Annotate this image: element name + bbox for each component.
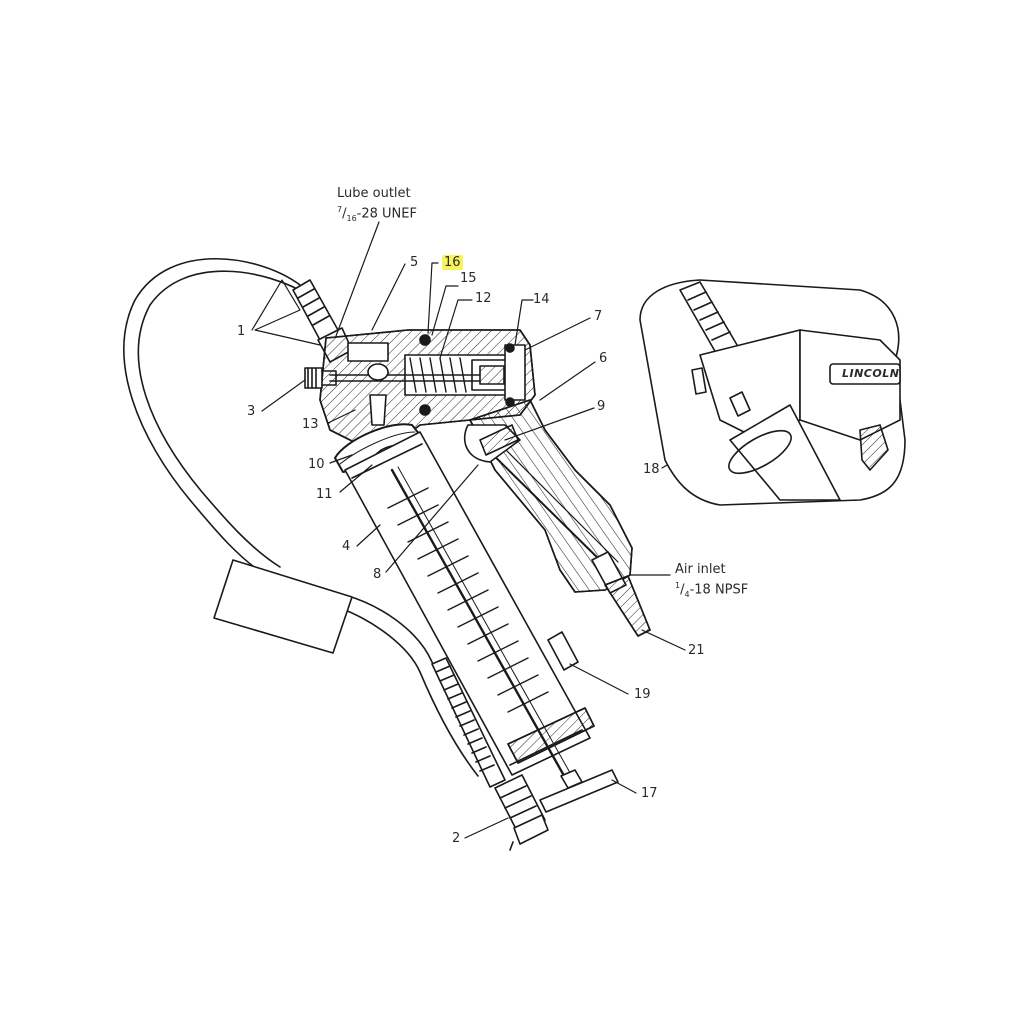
callout-18: 18: [643, 462, 660, 477]
coupler: [494, 774, 549, 851]
callout-2: 2: [452, 831, 461, 846]
callout-8: 8: [373, 567, 382, 582]
lube-outlet-fraction-num: 7: [337, 205, 343, 214]
callout-5: 5: [410, 255, 419, 270]
whip-hose: [123, 258, 493, 777]
air-inlet-thread: -18 NPSF: [689, 582, 749, 598]
loader-fitting: [547, 631, 579, 671]
callout-15: 15: [460, 271, 477, 286]
lube-outlet-title: Lube outlet: [337, 186, 411, 201]
air-inlet-fraction-num: 1: [675, 581, 681, 590]
lube-outlet-spec: 7/16-28 UNEF: [337, 205, 417, 223]
air-inlet-spec: 1/4-18 NPSF: [675, 581, 749, 599]
lube-outlet-fraction-den: 16: [346, 213, 357, 223]
callout-21: 21: [688, 643, 705, 658]
inset-detail: [639, 279, 906, 506]
callout-13: 13: [302, 417, 319, 432]
callout-11: 11: [316, 487, 333, 502]
callout-4: 4: [342, 539, 351, 554]
callout-1: 1: [237, 324, 246, 339]
callout-19: 19: [634, 687, 651, 702]
callout-17: 17: [641, 786, 658, 801]
callout-14: 14: [533, 292, 550, 307]
callout-12: 12: [475, 291, 492, 306]
inset-brand-label: LINCOLN: [842, 367, 900, 380]
lube-outlet-thread: -28 UNEF: [356, 206, 417, 222]
barrel: [344, 431, 595, 792]
callout-7: 7: [594, 309, 603, 324]
callout-9: 9: [597, 399, 606, 414]
leader-lines: [251, 221, 731, 839]
air-inlet-title: Air inlet: [675, 562, 726, 577]
callout-3: 3: [247, 404, 256, 419]
hose-tag: [213, 559, 353, 654]
bleeder-screw: [304, 367, 337, 389]
callout-10: 10: [308, 457, 325, 472]
hose-spring-guard: [431, 657, 506, 788]
callout-6: 6: [599, 351, 608, 366]
air-inlet-fitting: [591, 551, 651, 637]
callout-16: 16: [442, 255, 463, 270]
t-handle: [539, 769, 619, 813]
air-inlet-fraction-den: 4: [684, 589, 690, 599]
